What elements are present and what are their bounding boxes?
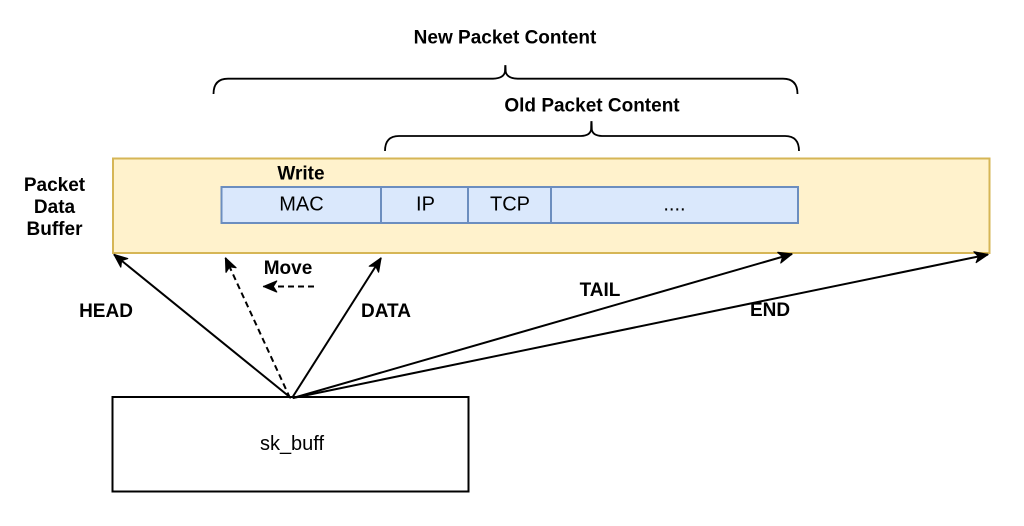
svg-text:Move: Move: [264, 258, 313, 279]
svg-text:IP: IP: [416, 194, 435, 216]
svg-text:Packet: Packet: [24, 175, 86, 196]
svg-text:HEAD: HEAD: [79, 301, 133, 322]
svg-text:TCP: TCP: [490, 194, 530, 216]
svg-text:DATA: DATA: [361, 301, 411, 322]
svg-text:MAC: MAC: [279, 194, 323, 216]
svg-text:TAIL: TAIL: [580, 280, 621, 301]
svg-text:....: ....: [663, 194, 685, 216]
svg-text:sk_buff: sk_buff: [260, 433, 325, 455]
svg-text:Data: Data: [34, 197, 76, 218]
svg-text:Old Packet Content: Old Packet Content: [504, 96, 680, 117]
svg-text:New Packet Content: New Packet Content: [414, 28, 597, 49]
svg-text:Write: Write: [277, 164, 324, 185]
svg-text:END: END: [750, 300, 790, 321]
svg-text:Buffer: Buffer: [27, 219, 84, 240]
